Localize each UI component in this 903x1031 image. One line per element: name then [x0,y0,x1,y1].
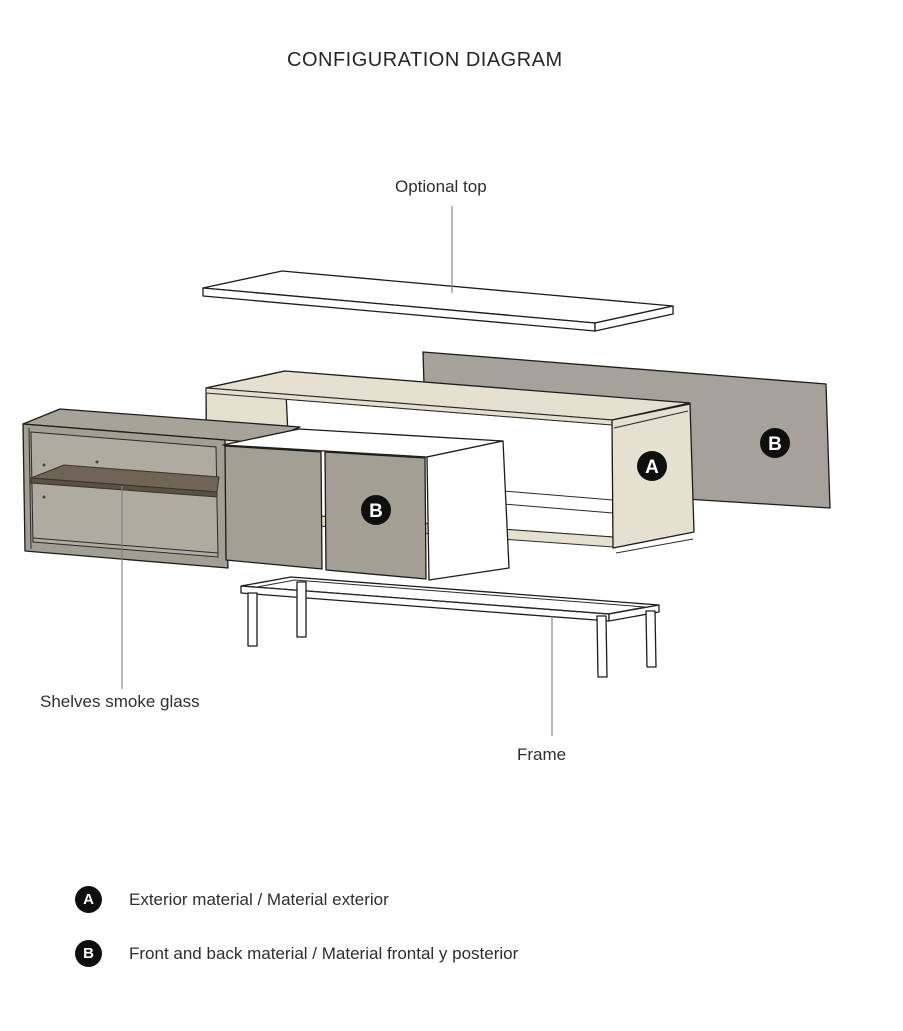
smoke-glass-shelf-edge [30,477,218,498]
shelf-cabinet-opening [30,431,219,558]
badge-b-back-panel [760,428,790,458]
legend-badge-b: B [75,940,102,967]
diagram-badges: B A B [361,428,790,525]
legend-row-b: B Front and back material / Material fro… [75,940,518,967]
interior-line-upper [502,490,614,501]
shelf-pin-hole [42,495,46,499]
base-frame [240,576,660,678]
right-panel-bottom-line [615,538,694,554]
shelf-pin-hole [95,460,99,464]
legend-label-a: Exterior material / Material exterior [129,889,389,909]
optional-top-panel [202,270,674,332]
badge-b-door-letter: B [369,501,383,522]
frame-leg-front-right [596,615,608,678]
badge-b-back-panel-letter: B [768,434,782,455]
doors-unit-right-face [426,440,510,581]
door-left [224,445,323,570]
optional-top-right-edge [594,305,674,332]
badge-a-side-panel [637,451,667,481]
interior-line-lower [502,503,614,514]
frame-leg-back-left [296,581,307,638]
shelf-cabinet [22,408,301,569]
callout-frame: Frame [517,745,567,764]
legend-badge-a: A [75,886,102,913]
shelf-pin-hole [42,463,46,467]
legend-row-a: A Exterior material / Material exterior [75,886,389,913]
leader-lines [121,206,553,736]
frame-leg-front-left [247,592,258,647]
legend-label-b: Front and back material / Material front… [129,943,519,963]
page-title: CONFIGURATION DIAGRAM [287,49,563,71]
badge-b-door [361,495,391,525]
callout-optional-top: Optional top [395,177,487,196]
shelf-cabinet-left-inner-line [28,427,32,550]
frame-right-face [608,604,660,622]
badge-a-side-panel-letter: A [645,457,659,478]
right-panel-top-inner-line [613,410,689,429]
frame-inner-opening [256,579,646,615]
frame-leg-back-right [645,610,657,668]
shelf-cabinet-floor-line [32,537,219,554]
callout-shelves: Shelves smoke glass [40,692,200,711]
